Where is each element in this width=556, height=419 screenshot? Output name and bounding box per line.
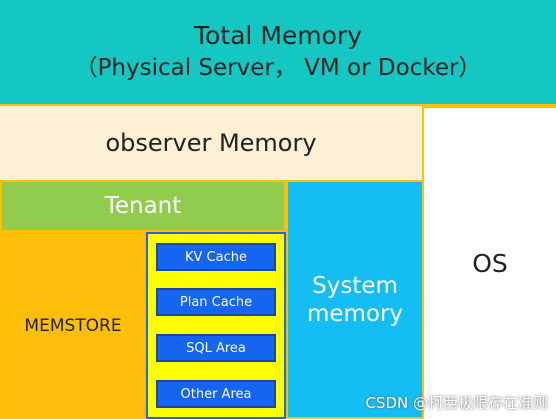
plan-cache-label: Plan Cache xyxy=(179,294,253,310)
tenant-label: Tenant xyxy=(104,193,182,219)
system-memory-label-line1: System xyxy=(312,272,398,299)
observer-memory-label: observer Memory xyxy=(105,129,317,157)
sql-area-label: SQL Area xyxy=(186,340,246,356)
plan-cache-box: Plan Cache xyxy=(156,288,276,316)
system-memory-label-line2: memory xyxy=(306,300,404,327)
observer-memory-block: observer Memory xyxy=(0,106,424,180)
cache-area: KV Cache Plan Cache SQL Area Other Area xyxy=(146,232,286,419)
os-label: OS xyxy=(472,249,508,278)
tenant-block: Tenant xyxy=(0,180,286,232)
total-memory-subtitle: （Physical Server， VM or Docker） xyxy=(74,55,482,81)
memstore-block: MEMSTORE xyxy=(0,232,146,419)
sql-area-box: SQL Area xyxy=(156,334,276,362)
os-block: OS xyxy=(424,106,556,419)
total-memory-title: Total Memory xyxy=(193,21,362,50)
kv-cache-box: KV Cache xyxy=(156,243,276,271)
memstore-label: MEMSTORE xyxy=(24,315,122,336)
other-area-box: Other Area xyxy=(156,380,276,408)
watermark: CSDN @柯西极限存在准则 xyxy=(365,394,548,412)
total-memory-block: Total Memory （Physical Server， VM or Doc… xyxy=(0,0,556,106)
other-area-label: Other Area xyxy=(180,386,252,402)
kv-cache-label: KV Cache xyxy=(185,249,247,265)
system-memory-block: System memory xyxy=(286,180,424,419)
